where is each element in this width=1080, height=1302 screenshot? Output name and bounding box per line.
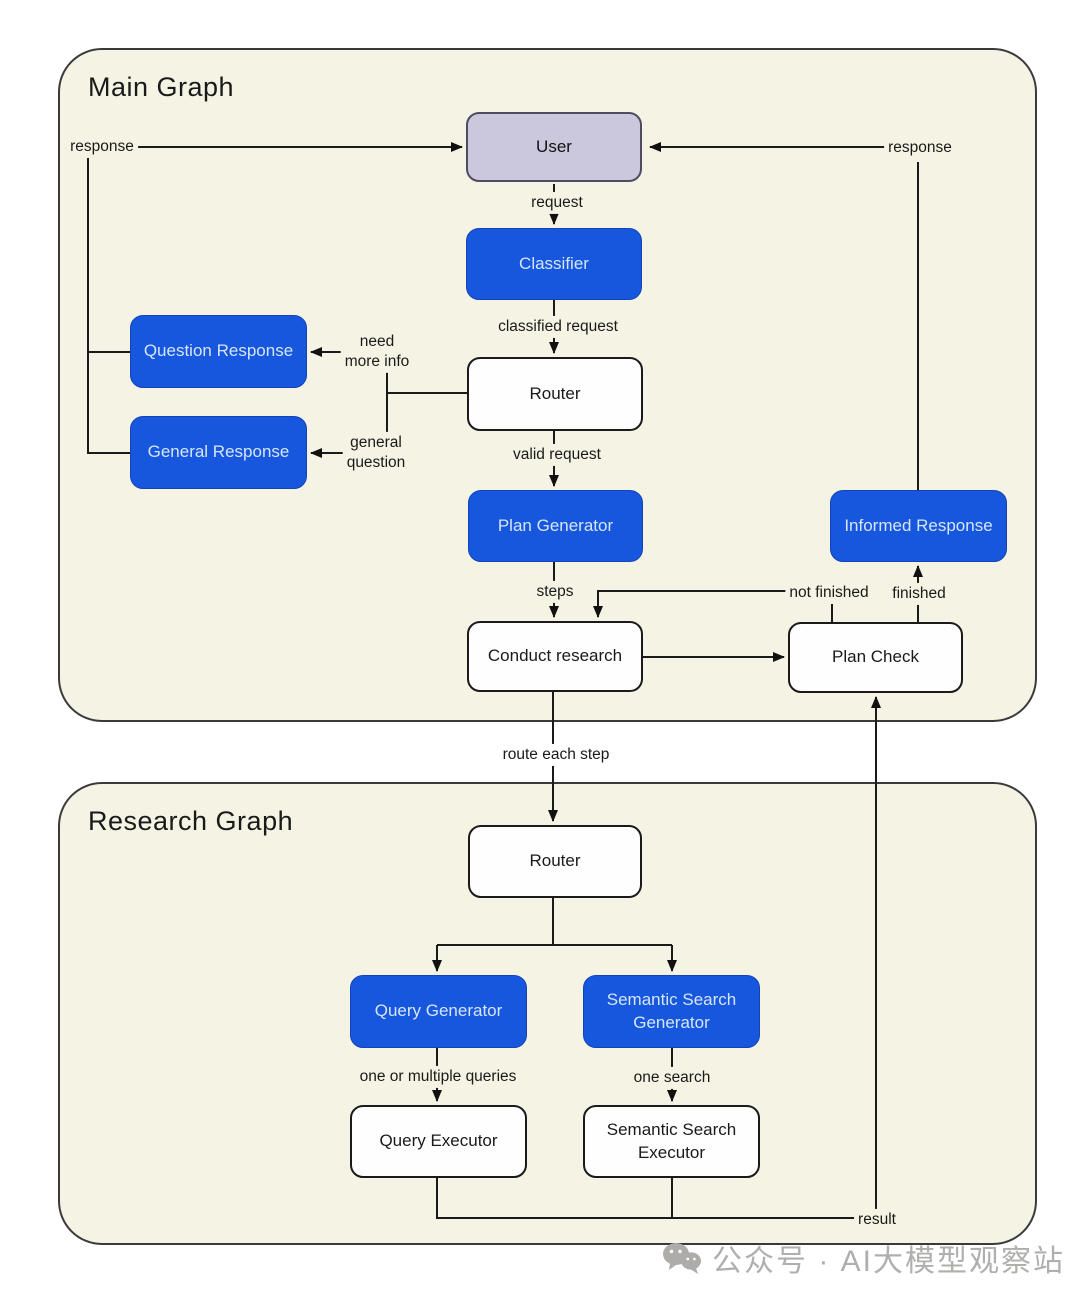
label-finished: finished <box>888 582 950 606</box>
watermark: 公众号 · AI大模型观察站 <box>662 1236 1065 1280</box>
node-question-response: Question Response <box>130 315 307 388</box>
label-one-search: one search <box>629 1066 715 1090</box>
node-main-router: Router <box>467 357 643 431</box>
node-general-response: General Response <box>130 416 307 489</box>
edge-plan-check-not-finished-loop <box>593 590 833 622</box>
label-need-more-info: need more info <box>340 330 414 374</box>
label-response-left: response <box>66 135 138 159</box>
node-plan-generator: Plan Generator <box>468 490 643 562</box>
node-user: User <box>466 112 642 182</box>
node-query-generator: Query Generator <box>350 975 527 1048</box>
node-semantic-search-executor: Semantic Search Executor <box>583 1105 760 1178</box>
label-one-or-multiple-queries: one or multiple queries <box>355 1065 521 1089</box>
label-classified-request: classified request <box>494 315 622 339</box>
label-route-each-step: route each step <box>498 743 614 767</box>
wechat-icon <box>662 1241 702 1275</box>
node-informed-response: Informed Response <box>830 490 1007 562</box>
node-plan-check: Plan Check <box>788 622 963 693</box>
label-result: result <box>854 1208 900 1232</box>
label-general-question: general question <box>342 431 410 475</box>
node-semantic-search-generator: Semantic Search Generator <box>583 975 760 1048</box>
node-query-executor: Query Executor <box>350 1105 527 1178</box>
label-response-right: response <box>884 136 956 160</box>
node-conduct-research: Conduct research <box>467 621 643 692</box>
research-graph-title: Research Graph <box>88 806 294 836</box>
main-graph-title: Main Graph <box>88 72 235 102</box>
label-steps: steps <box>532 580 578 604</box>
label-valid-request: valid request <box>509 443 605 467</box>
node-classifier: Classifier <box>466 228 642 300</box>
node-research-router: Router <box>468 825 642 898</box>
edge-result-to-plan-check <box>436 696 881 1219</box>
label-request: request <box>527 191 587 215</box>
watermark-text: 公众号 · AI大模型观察站 <box>712 1245 1066 1278</box>
edge-responses-collector-vertical <box>87 158 130 454</box>
label-not-finished: not finished <box>785 581 873 605</box>
